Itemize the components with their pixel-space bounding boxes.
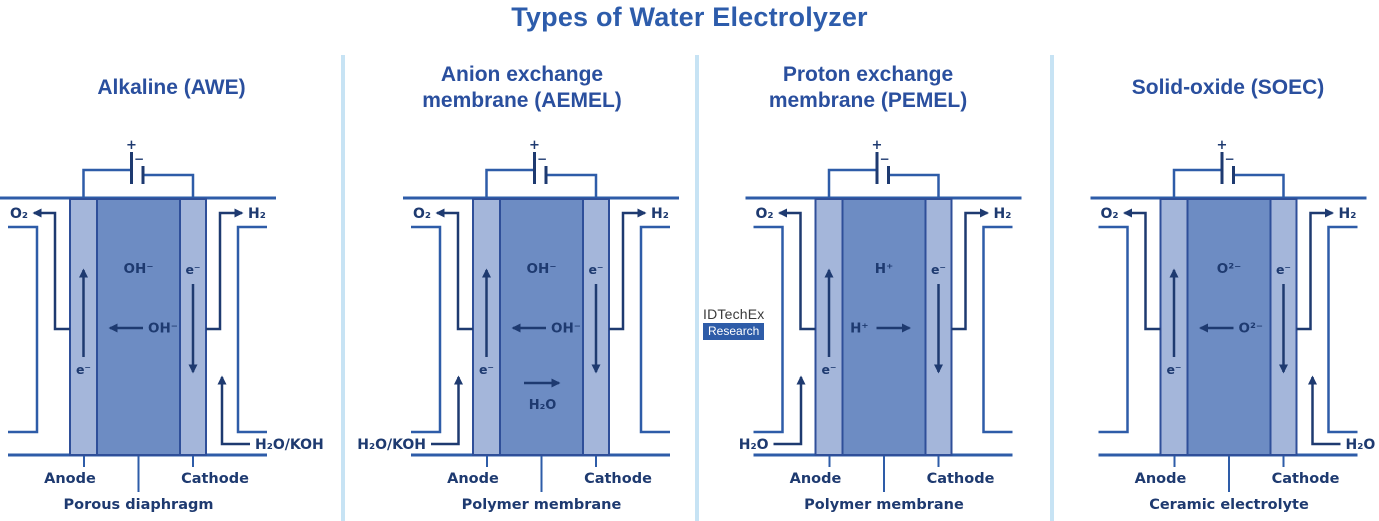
page-title: Types of Water Electrolyzer <box>511 2 868 32</box>
feed-inlet-label: H₂O/KOH <box>357 437 426 453</box>
panel-title-pemel: Proton exchange membrane (PEMEL) <box>703 52 1033 124</box>
electron-label-anode: e⁻ <box>76 362 91 377</box>
panel-divider <box>1050 55 1054 521</box>
cathode-side-bracket <box>1327 225 1358 434</box>
hydrogen-out-arrow <box>951 208 989 331</box>
cathode-side-bracket <box>236 225 267 434</box>
anode-label: Anode <box>1135 471 1187 487</box>
electron-label-anode: e⁻ <box>479 362 494 377</box>
hydrogen-label: H₂ <box>651 206 669 222</box>
cathode-label: Cathode <box>1272 471 1340 487</box>
battery-wire-negative <box>888 173 940 198</box>
hydrogen-out-arrow <box>609 208 647 331</box>
separator-name-label: Polymer membrane <box>462 497 622 513</box>
oxygen-out-arrow <box>1123 208 1161 331</box>
diagram-aemel: +− O₂ H₂ OH⁻ OH⁻ e⁻ e⁻ H₂O H₂O/KOH Anode CathodePo… <box>357 138 679 513</box>
panel-title-line: Alkaline (AWE) <box>97 76 246 99</box>
panel-divider <box>341 55 345 521</box>
ion-label: OH⁻ <box>124 261 154 277</box>
battery-wire-positive <box>82 168 132 198</box>
cathode-label: Cathode <box>584 471 652 487</box>
panel-title-line: membrane (PEMEL) <box>768 89 968 112</box>
anode-label: Anode <box>447 471 499 487</box>
battery-wire-positive <box>1172 168 1222 198</box>
battery-plus-sign: + <box>126 138 137 153</box>
ion-flow-label: OH⁻ <box>148 321 178 337</box>
cathode-side-bracket <box>639 225 670 434</box>
diagram-awe: +− O₂ H₂ OH⁻ OH⁻ e⁻ e⁻ H₂O/KOH Anode CathodePorou… <box>0 138 324 513</box>
cathode-side-bracket <box>982 225 1013 434</box>
electron-label-anode: e⁻ <box>1166 362 1181 377</box>
feed-inlet-label: H₂O <box>739 437 769 453</box>
anode-side-bracket <box>1098 225 1129 434</box>
feed-inlet-label: H₂O <box>1346 437 1376 453</box>
separator-name-label: Porous diaphragm <box>64 497 214 513</box>
oxygen-label: O₂ <box>1100 206 1118 222</box>
oxygen-out-arrow <box>435 208 473 331</box>
anode-label: Anode <box>790 471 842 487</box>
separator-name-label: Ceramic electrolyte <box>1149 497 1309 513</box>
panel-title-line: Solid-oxide (SOEC) <box>1131 76 1325 99</box>
panel-title-line: membrane (AEMEL) <box>422 89 622 112</box>
feed-inlet-label: H₂O/KOH <box>255 437 324 453</box>
water-crossover-label: H₂O <box>529 398 557 413</box>
panel-divider <box>695 55 699 521</box>
anode-side-bracket <box>753 225 784 434</box>
battery-wire-negative <box>546 173 598 198</box>
ion-flow-label: O²⁻ <box>1239 321 1264 337</box>
anode-label: Anode <box>44 471 96 487</box>
anode-side-bracket <box>411 225 442 434</box>
battery-wire-positive <box>827 168 877 198</box>
electron-label-cathode: e⁻ <box>1276 262 1291 277</box>
battery-plus-sign: + <box>872 138 883 153</box>
ion-label: O²⁻ <box>1217 261 1242 277</box>
battery-wire-negative <box>1233 173 1285 198</box>
ion-label: OH⁻ <box>527 261 557 277</box>
battery-wire-positive <box>485 168 535 198</box>
battery-minus-sign: − <box>879 152 889 166</box>
ion-flow-label: OH⁻ <box>551 321 581 337</box>
panel-title-aemel: Anion exchange membrane (AEMEL) <box>347 52 697 124</box>
cathode-label: Cathode <box>927 471 995 487</box>
feed-inlet-arrow <box>431 375 463 446</box>
electron-label-cathode: e⁻ <box>931 262 946 277</box>
panel-title-awe: Alkaline (AWE) <box>0 52 343 124</box>
idtechex-research-badge: Research <box>703 323 765 340</box>
feed-inlet-arrow <box>217 375 250 446</box>
idtechex-watermark: IDTechEx Research <box>703 306 765 340</box>
electron-label-anode: e⁻ <box>821 362 836 377</box>
battery-minus-sign: − <box>134 152 144 166</box>
panel-title-line: Proton exchange <box>782 63 954 86</box>
ion-flow-label: H⁺ <box>850 321 868 337</box>
battery-minus-sign: − <box>1224 152 1234 166</box>
battery-plus-sign: + <box>529 138 540 153</box>
anode-side-bracket <box>8 225 39 434</box>
electron-label-cathode: e⁻ <box>185 262 200 277</box>
oxygen-label: O₂ <box>755 206 773 222</box>
hydrogen-label: H₂ <box>994 206 1012 222</box>
feed-inlet-arrow <box>773 375 806 446</box>
hydrogen-label: H₂ <box>248 206 266 222</box>
separator-name-label: Polymer membrane <box>804 497 964 513</box>
battery-plus-sign: + <box>1217 138 1228 153</box>
electron-label-cathode: e⁻ <box>588 262 603 277</box>
hydrogen-out-arrow <box>206 208 244 331</box>
oxygen-label: O₂ <box>10 206 28 222</box>
battery-minus-sign: − <box>537 152 547 166</box>
cathode-label: Cathode <box>181 471 249 487</box>
hydrogen-out-arrow <box>1296 208 1334 331</box>
oxygen-label: O₂ <box>413 206 431 222</box>
battery-wire-negative <box>143 173 195 198</box>
idtechex-logo-text: IDTechEx <box>703 306 765 322</box>
panel-title-line: Anion exchange <box>440 63 604 86</box>
feed-inlet-arrow <box>1308 375 1341 446</box>
ion-label: H⁺ <box>875 261 893 277</box>
oxygen-out-arrow <box>778 208 816 331</box>
hydrogen-label: H₂ <box>1339 206 1357 222</box>
oxygen-out-arrow <box>32 208 70 331</box>
panel-title-soec: Solid-oxide (SOEC) <box>1077 52 1379 124</box>
